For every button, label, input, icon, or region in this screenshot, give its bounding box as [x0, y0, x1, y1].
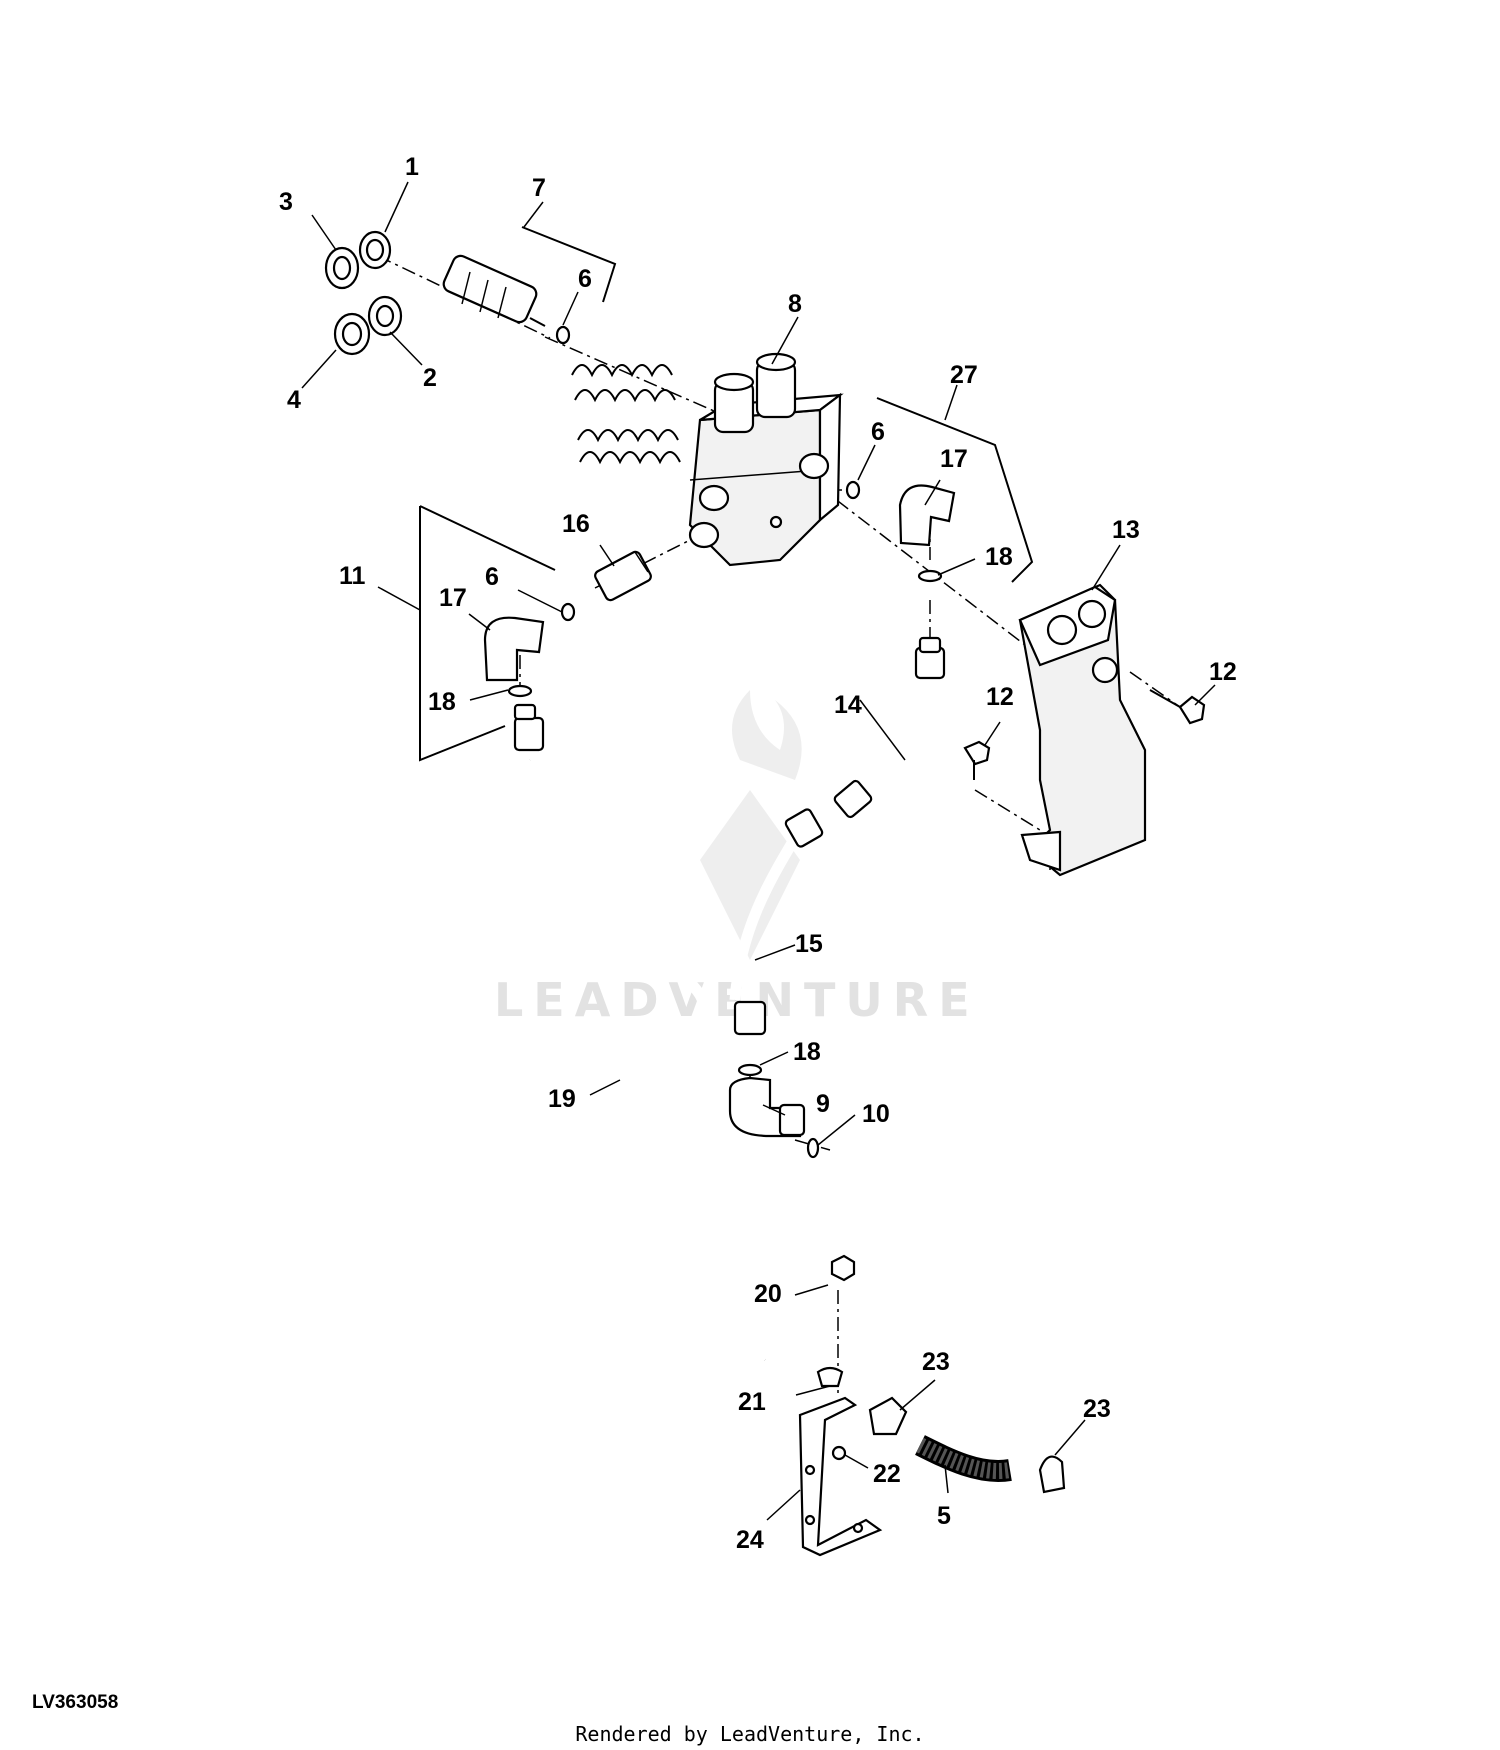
o-rings-18	[507, 569, 943, 1077]
callout-23a: 23	[922, 1348, 950, 1376]
elbow-9	[728, 1076, 820, 1159]
elbows-17	[483, 484, 956, 682]
callout-20: 20	[754, 1280, 782, 1308]
clamp-parts	[324, 230, 403, 356]
callout-24: 24	[736, 1526, 764, 1554]
callout-10: 10	[862, 1100, 890, 1128]
callout-6b: 6	[871, 418, 885, 446]
callout-27: 27	[950, 361, 978, 389]
callout-23b: 23	[1083, 1395, 1111, 1423]
group-brackets	[419, 226, 1034, 762]
spool-part	[442, 254, 570, 345]
callout-13: 13	[1112, 516, 1140, 544]
callout-12a: 12	[1209, 658, 1237, 686]
hose-5	[868, 1396, 1066, 1494]
bolts-12	[963, 689, 1206, 780]
callout-21: 21	[738, 1388, 766, 1416]
callout-labels: 1 2 3 4 5 6 6 6 7 8 9 10 11 12 12 13 14 …	[279, 153, 1237, 1554]
control-valve	[688, 352, 844, 567]
callout-16: 16	[562, 510, 590, 538]
callout-8: 8	[788, 290, 802, 318]
callout-3: 3	[279, 188, 293, 216]
callout-12b: 12	[986, 683, 1014, 711]
leader-lines	[301, 181, 1216, 1521]
callout-7: 7	[532, 174, 546, 202]
callout-4: 4	[287, 386, 301, 414]
callout-18a: 18	[428, 688, 456, 716]
footer-credit: Rendered by LeadVenture, Inc.	[575, 1722, 925, 1746]
coupler-16	[594, 550, 652, 602]
tubes	[513, 636, 946, 1366]
callout-18b: 18	[985, 543, 1013, 571]
springs	[571, 364, 681, 465]
callout-1: 1	[405, 153, 419, 181]
callout-6c: 6	[485, 563, 499, 591]
callout-11: 11	[339, 562, 366, 590]
callout-22: 22	[873, 1460, 901, 1488]
callout-15: 15	[795, 930, 823, 958]
callout-17a: 17	[439, 584, 467, 612]
diagram-id: LV363058	[32, 1692, 119, 1713]
callout-18c: 18	[793, 1038, 821, 1066]
watermark: LEADVENTURE	[494, 690, 970, 1027]
callout-14: 14	[834, 691, 862, 719]
bracket-24	[798, 1254, 883, 1557]
callout-2: 2	[423, 364, 437, 392]
mounting-bracket-13	[1018, 583, 1147, 877]
callout-19: 19	[548, 1085, 576, 1113]
callout-6a: 6	[578, 265, 592, 293]
o-rings	[555, 325, 861, 622]
callout-17b: 17	[940, 445, 968, 473]
callout-5: 5	[937, 1502, 951, 1530]
callout-9: 9	[816, 1090, 830, 1118]
